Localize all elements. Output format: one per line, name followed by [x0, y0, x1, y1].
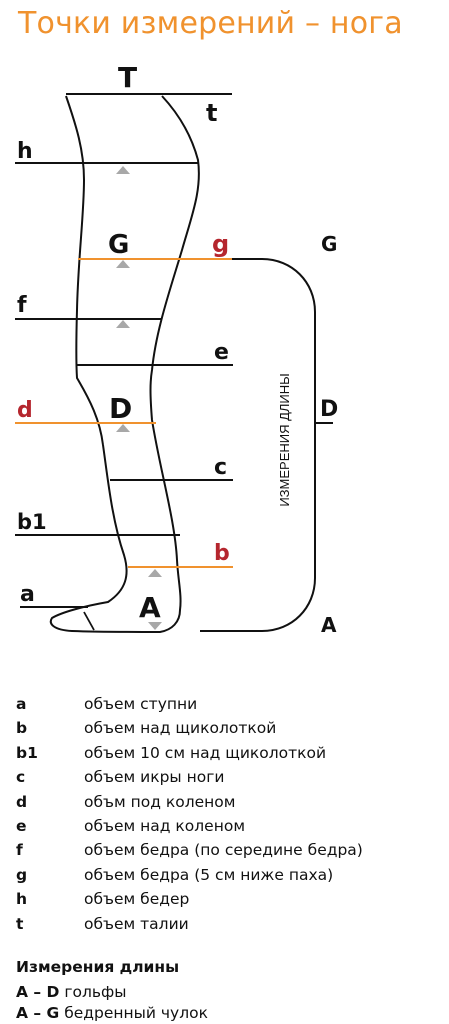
marker-h: h	[17, 139, 33, 164]
bracket-label-G: G	[321, 232, 337, 256]
legend-text: объем 10 см над щиколоткой	[84, 743, 327, 762]
length-key: A – G	[16, 1004, 60, 1022]
marker-g: g	[212, 230, 229, 258]
length-key: A – D	[16, 983, 60, 1001]
legend-item: b1 объем 10 см над щиколоткой	[16, 741, 446, 765]
marker-f: f	[17, 293, 27, 318]
legend-item: f объем бедра (по середине бедра)	[16, 838, 446, 862]
measurement-legend: a объем ступни b объем над щиколоткой b1 об…	[16, 692, 446, 936]
legend-text: объем ступни	[84, 695, 198, 713]
legend-text: объм под коленом	[84, 792, 236, 811]
marker-G-leg: G	[108, 230, 129, 260]
marker-b1: b1	[17, 510, 47, 534]
marker-e: e	[214, 340, 229, 365]
length-section-title: Измерения длины	[16, 958, 180, 976]
legend-text: объем бедер	[84, 890, 190, 909]
length-item: A – G бедренный чулок	[16, 1004, 208, 1022]
legend-key: t	[16, 914, 24, 933]
marker-a: a	[20, 582, 35, 607]
marker-T: T	[118, 61, 137, 94]
marker-t: t	[206, 99, 217, 127]
legend-key: b1	[16, 743, 38, 762]
legend-item: e объем над коленом	[16, 814, 446, 838]
leg-diagram: ИЗМЕРЕНИЯ ДЛИНЫ T t h G g f e d D c b1 b…	[15, 61, 338, 637]
arrow-f	[116, 320, 130, 328]
marker-A-leg: A	[139, 591, 161, 624]
length-item: A – D гольфы	[16, 983, 127, 1001]
legend-key: f	[16, 841, 23, 860]
legend-key: b	[16, 719, 28, 738]
legend-item: d объм под коленом	[16, 790, 446, 814]
legend-item: g объем бедра (5 см ниже паха)	[16, 863, 446, 887]
legend-item: a объем ступни	[16, 692, 446, 716]
bracket-vertical-label: ИЗМЕРЕНИЯ ДЛИНЫ	[277, 373, 292, 506]
legend-text: объем талии	[84, 914, 189, 933]
legend-key: c	[16, 768, 26, 787]
arrow-a	[148, 622, 162, 630]
legend-key: e	[16, 816, 27, 835]
foot-tick	[83, 611, 95, 631]
arrow-b	[148, 569, 162, 577]
length-text: гольфы	[64, 983, 127, 1001]
arrow-g	[116, 260, 130, 268]
page-title: Точки измерений – нога	[18, 6, 403, 41]
marker-d: d	[17, 398, 33, 423]
length-text: бедренный чулок	[64, 1004, 208, 1022]
legend-key: a	[16, 695, 27, 713]
legend-text: объем икры ноги	[84, 768, 225, 787]
legend-item: t объем талии	[16, 912, 446, 936]
legend-item: c объем икры ноги	[16, 765, 446, 789]
marker-c: c	[214, 455, 227, 480]
legend-text: объем над коленом	[84, 816, 246, 835]
legend-key: h	[16, 890, 28, 909]
legend-item: h объем бедер	[16, 887, 446, 911]
bracket-label-D: D	[320, 397, 338, 422]
marker-b: b	[214, 541, 230, 566]
arrow-d	[116, 424, 130, 432]
legend-text: объем бедра (5 см ниже паха)	[84, 865, 334, 884]
legend-text: объем над щиколоткой	[84, 719, 277, 738]
length-bracket	[200, 258, 316, 632]
legend-text: объем бедра (по середине бедра)	[84, 841, 363, 860]
legend-key: d	[16, 792, 28, 811]
arrow-h	[116, 166, 130, 174]
legend-item: b объем над щиколоткой	[16, 716, 446, 740]
marker-D-leg: D	[109, 392, 132, 425]
legend-key: g	[16, 865, 28, 884]
leg-outline	[49, 95, 200, 634]
bracket-label-A: A	[321, 613, 337, 637]
